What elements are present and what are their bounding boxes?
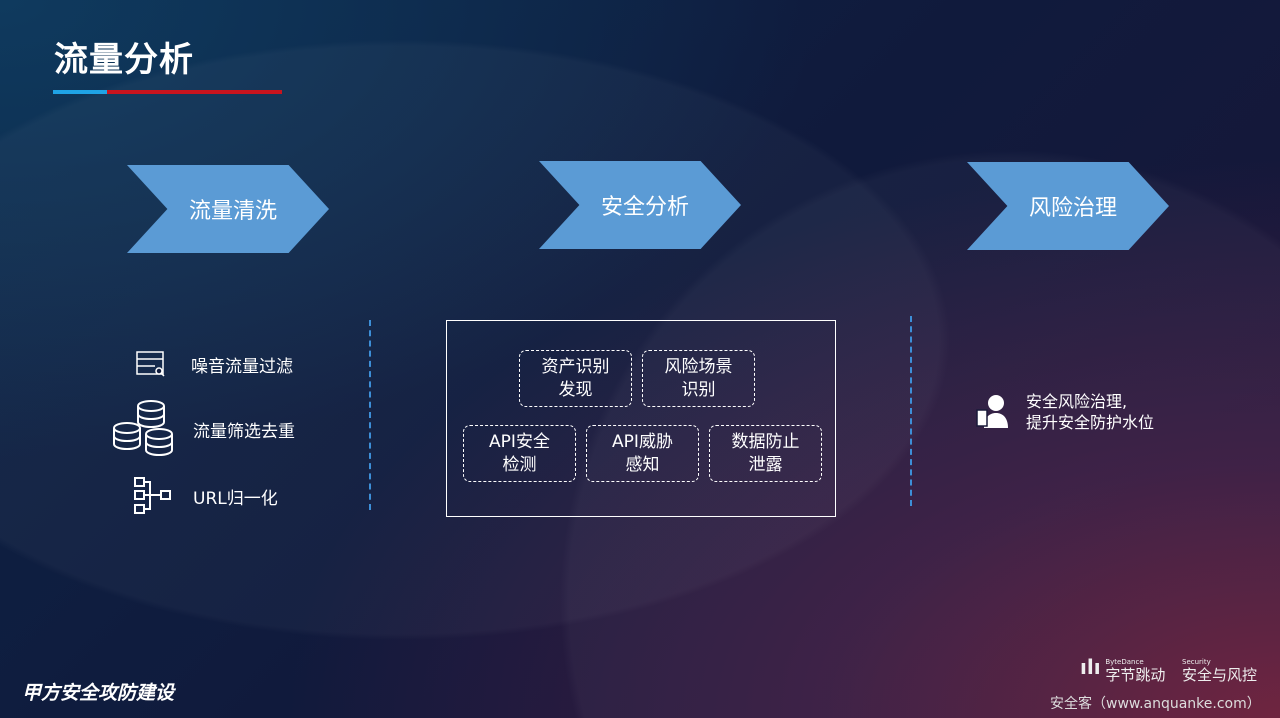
bytedance-logo-icon: ılı xyxy=(1080,655,1101,679)
database-stack-icon xyxy=(113,400,173,457)
divider xyxy=(369,320,371,510)
page-title: 流量分析 xyxy=(54,40,194,80)
analysis-box xyxy=(446,320,836,517)
title-underline-blue xyxy=(53,90,107,94)
brand-name: 安全与风控 xyxy=(1182,666,1258,684)
governance-text-line: 安全风险治理, xyxy=(1026,392,1128,411)
stage-arrow-cleaning: 流量清洗 xyxy=(127,165,329,253)
brand-small: Security xyxy=(1182,658,1211,666)
list-item: 噪音流量过滤 xyxy=(135,350,293,378)
governance-item: 安全风险治理, 提升安全防护水位 xyxy=(976,391,1154,433)
server-search-icon xyxy=(136,351,165,377)
item-label: 噪音流量过滤 xyxy=(191,356,293,377)
brand-small: ByteDance xyxy=(1105,658,1144,666)
user-admin-icon xyxy=(976,395,1008,428)
analysis-item: 数据防止 泄露 xyxy=(709,425,822,482)
divider xyxy=(910,316,912,506)
brand-name: 字节跳动 xyxy=(1105,666,1166,684)
item-label: URL归一化 xyxy=(193,488,278,509)
list-item: 流量筛选去重 xyxy=(111,398,295,460)
footer-logo-text: 甲方安全攻防建设 xyxy=(22,682,175,704)
analysis-item: API威胁 感知 xyxy=(586,425,699,482)
stage-arrow-governance: 风险治理 xyxy=(967,162,1169,250)
hierarchy-icon xyxy=(134,477,171,514)
title-underline-red xyxy=(107,90,282,94)
watermark: 安全客（www.anquanke.com） xyxy=(1050,696,1261,712)
analysis-item: 风险场景 识别 xyxy=(642,350,755,407)
item-label: 流量筛选去重 xyxy=(193,421,295,442)
analysis-item: 资产识别 发现 xyxy=(519,350,632,407)
analysis-item: API安全 检测 xyxy=(463,425,576,482)
stage-arrow-analysis: 安全分析 xyxy=(539,161,741,249)
governance-text-line: 提升安全防护水位 xyxy=(1026,413,1155,432)
list-item: URL归一化 xyxy=(133,476,278,516)
